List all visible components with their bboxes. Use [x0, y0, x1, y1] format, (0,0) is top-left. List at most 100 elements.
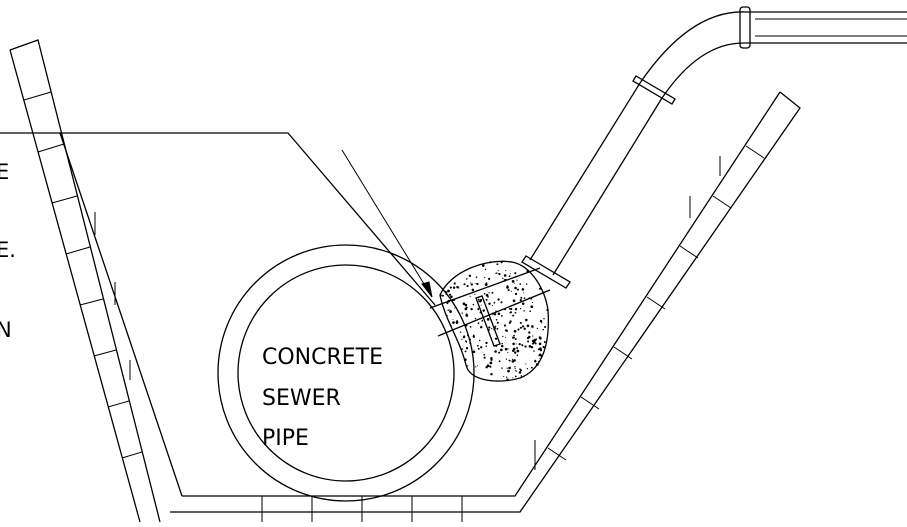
- speckle-dot: [494, 337, 498, 340]
- speckle-dot: [485, 341, 488, 345]
- speckle-dot: [494, 325, 497, 328]
- speckle-dot: [498, 360, 501, 363]
- pipe-label-line-2: SEWER: [262, 386, 341, 411]
- speckle-dot: [534, 342, 537, 345]
- saddle-band: [475, 295, 501, 347]
- speckle-dot: [504, 347, 508, 351]
- concrete-encasement: [439, 260, 550, 382]
- speckle-dot: [516, 288, 519, 291]
- speckle-dot: [488, 292, 490, 294]
- speckle-dot: [520, 375, 523, 377]
- speckle-dot: [452, 319, 454, 321]
- speckle-dot: [501, 315, 503, 317]
- speckle-dot: [519, 369, 523, 372]
- speckle-dot: [458, 287, 460, 289]
- speckle-dot: [512, 377, 514, 379]
- speckle-dot: [507, 369, 510, 373]
- speckle-dot: [447, 289, 450, 293]
- speckle-dot: [508, 307, 511, 310]
- speckle-dot: [480, 304, 482, 306]
- speckle-dot: [531, 366, 533, 369]
- speckle-dot: [466, 285, 469, 288]
- speckle-dot: [538, 342, 542, 346]
- speckle-dot: [519, 307, 522, 310]
- leader-arrow: [341, 149, 433, 298]
- speckle-dot: [514, 307, 518, 311]
- speckle-dot: [462, 302, 466, 305]
- speckle-dot: [506, 285, 509, 288]
- speckle-dot: [523, 297, 526, 299]
- speckle-dot: [476, 344, 479, 347]
- speckle-dot: [449, 324, 452, 327]
- speckle-dot: [501, 342, 503, 345]
- speckle-dot: [486, 318, 490, 321]
- speckle-dot: [470, 307, 473, 311]
- speckle-dot: [491, 327, 493, 330]
- speckle-dot: [500, 261, 503, 264]
- speckle-dot: [542, 345, 545, 349]
- speckle-dot: [459, 331, 462, 333]
- speckle-dot: [468, 274, 472, 277]
- speckle-dot: [469, 282, 472, 284]
- speckle-dot: [456, 320, 458, 322]
- speckle-dot: [514, 338, 517, 341]
- speckle-dot: [527, 340, 530, 343]
- speckle-dot: [519, 326, 523, 329]
- speckle-dot: [543, 341, 546, 343]
- speckle-dot: [491, 291, 494, 294]
- encasement-speckles: [439, 261, 549, 381]
- speckle-dot: [488, 302, 491, 305]
- speckle-dot: [463, 358, 467, 362]
- speckle-dot: [477, 307, 479, 309]
- speckle-dot: [528, 335, 531, 339]
- lateral-pipe: [429, 6, 907, 347]
- speckle-dot: [441, 294, 444, 297]
- speckle-dot: [463, 335, 466, 338]
- speckle-dot: [464, 350, 467, 353]
- speckle-dot: [505, 376, 508, 378]
- speckle-dot: [490, 357, 493, 360]
- pipe-label: CONCRETE SEWER PIPE: [262, 345, 383, 451]
- speckle-dot: [525, 283, 528, 285]
- speckle-dot: [496, 321, 499, 324]
- speckle-dot: [518, 342, 521, 346]
- speckle-dot: [445, 293, 447, 295]
- speckle-dot: [506, 378, 509, 381]
- speckle-dot: [506, 367, 508, 369]
- speckle-dot: [538, 360, 540, 363]
- coupling-horizontal: [739, 6, 751, 49]
- pipe-label-line-1: CONCRETE: [262, 345, 383, 370]
- speckle-dot: [539, 357, 541, 359]
- speckle-dot: [502, 277, 504, 279]
- speckle-dot: [539, 319, 543, 323]
- speckle-dot: [517, 328, 520, 331]
- cropped-left-text: E E. N: [0, 160, 16, 342]
- speckle-dot: [500, 344, 504, 348]
- speckle-dot: [521, 344, 524, 347]
- speckle-dot: [512, 299, 516, 303]
- coupling-elbow: [632, 75, 676, 105]
- speckle-dot: [509, 273, 511, 275]
- speckle-dot: [477, 298, 480, 301]
- speckle-dot: [461, 348, 464, 350]
- speckle-dot: [510, 290, 512, 292]
- speckle-dot: [507, 289, 510, 292]
- speckle-dot: [530, 305, 534, 309]
- speckle-dot: [531, 325, 534, 328]
- speckle-dot: [474, 293, 476, 296]
- speckle-dot: [515, 343, 517, 345]
- speckle-dot: [484, 283, 488, 286]
- speckle-dot: [469, 338, 471, 341]
- speckle-dot: [518, 371, 522, 374]
- speckle-dot: [514, 367, 516, 370]
- speckle-dot: [512, 342, 515, 346]
- speckle-dot: [526, 324, 530, 328]
- speckle-dot: [446, 302, 449, 305]
- speckle-dot: [466, 365, 469, 367]
- left-trench-wall: [9, 39, 161, 523]
- speckle-dot: [475, 366, 477, 368]
- speckle-dot: [533, 350, 535, 352]
- speckle-dot: [465, 306, 468, 309]
- speckle-dot: [453, 307, 456, 309]
